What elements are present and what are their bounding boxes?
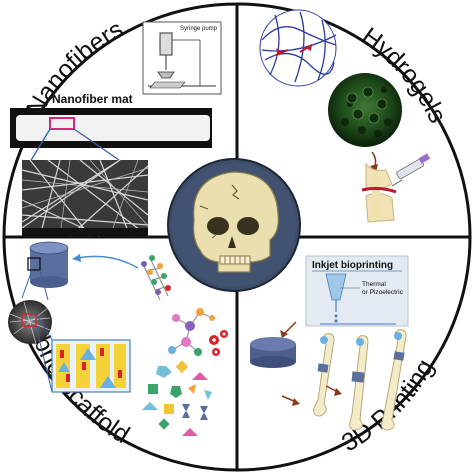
nanofiber-sem-image	[21, 159, 149, 237]
knee-joint-injection	[361, 153, 431, 223]
inkjet-bioprinting-panel: Inkjet bioprinting Thermal or Pizoelectr…	[305, 255, 409, 327]
nanofiber-mat-label: Nanofiber mat	[52, 92, 133, 106]
pizoelectric-label: or Pizoelectric	[362, 289, 404, 296]
zoom-line-right	[73, 128, 123, 163]
scaffold-sem-circle	[8, 300, 52, 345]
printed-disc	[250, 337, 296, 368]
scaffold-structure	[51, 339, 131, 393]
arrow-to-disc	[280, 321, 297, 338]
hydrogel-sem-sphere	[328, 73, 402, 147]
thermal-label: Thermal	[362, 281, 386, 288]
electrospinning-setup: Syringe pump	[142, 21, 222, 95]
zoom-line-scaffold-a	[35, 313, 53, 341]
center-skull-emblem	[167, 158, 301, 292]
molecule-chain	[141, 255, 171, 301]
polymer-network	[259, 9, 337, 87]
zoom-line-left	[29, 128, 51, 163]
molecule-structure	[168, 308, 215, 356]
bone-implants	[313, 329, 407, 431]
inkjet-title: Inkjet bioprinting	[312, 260, 393, 271]
zoom-line-scaffold-b	[35, 325, 53, 393]
red-particles	[209, 330, 228, 356]
zoom-line-cylinder	[21, 269, 33, 299]
arrows-to-bones	[281, 385, 342, 406]
syringe-pump-label: Syringe pump	[180, 26, 218, 32]
zoom-line-cylinder-2	[39, 269, 49, 301]
scaffold-cylinder	[27, 241, 69, 288]
shape-particles	[142, 360, 212, 436]
nanofiber-mat-photo	[10, 108, 212, 148]
arrow-to-cylinder	[72, 254, 139, 269]
